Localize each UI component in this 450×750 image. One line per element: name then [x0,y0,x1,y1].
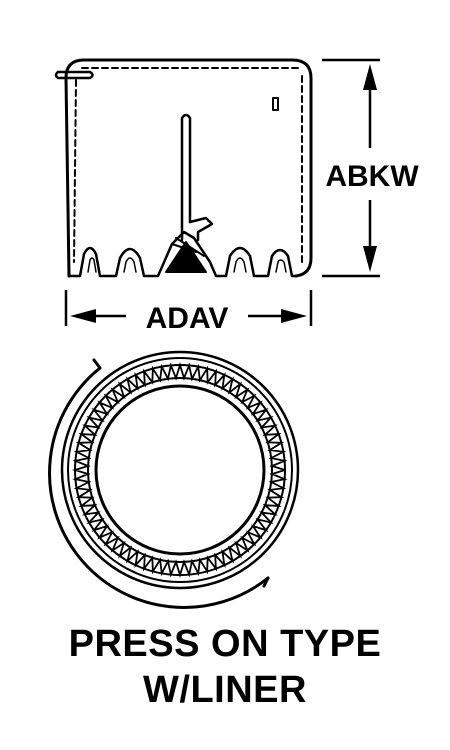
liner-ring-middle [67,357,293,583]
caption-line-2: W/LINER [143,669,307,711]
width-arrow-right [281,309,307,323]
teeth-ring [71,361,288,579]
cap-body-outline [64,58,313,278]
teeth-ring-outer [74,364,286,576]
top-view [48,350,300,609]
height-dimension [322,58,380,278]
inner-bore [94,384,266,556]
width-label: ADAV [146,302,229,335]
serrated-teeth [71,361,288,579]
teeth-ring-inner [87,377,273,563]
lip-tab [54,70,94,80]
outer-split-end-top [92,358,102,370]
scallop-inner-1 [87,257,97,273]
vertical-slit [180,113,192,242]
liner-ring-outer [60,350,300,590]
scallop-inner-3 [233,257,247,273]
scallop-inner-4 [275,259,287,273]
liner-dashed-left [73,79,77,263]
crimp-lines [171,237,205,257]
center-crimp [165,241,207,273]
caption-line-1: PRESS ON TYPE [68,623,382,665]
small-slot [272,97,279,111]
outer-split-ring [48,366,270,609]
outer-split-end-bottom [262,576,270,588]
side-view [54,58,313,278]
scallop-inner-2 [123,257,137,273]
width-arrow-left [70,309,96,323]
height-arrow-top [363,64,377,90]
width-dimension [64,290,313,326]
slit-hook [188,216,214,242]
height-label: ABKW [325,160,419,193]
height-arrow-bottom [363,246,377,272]
scalloped-edge [67,230,298,278]
